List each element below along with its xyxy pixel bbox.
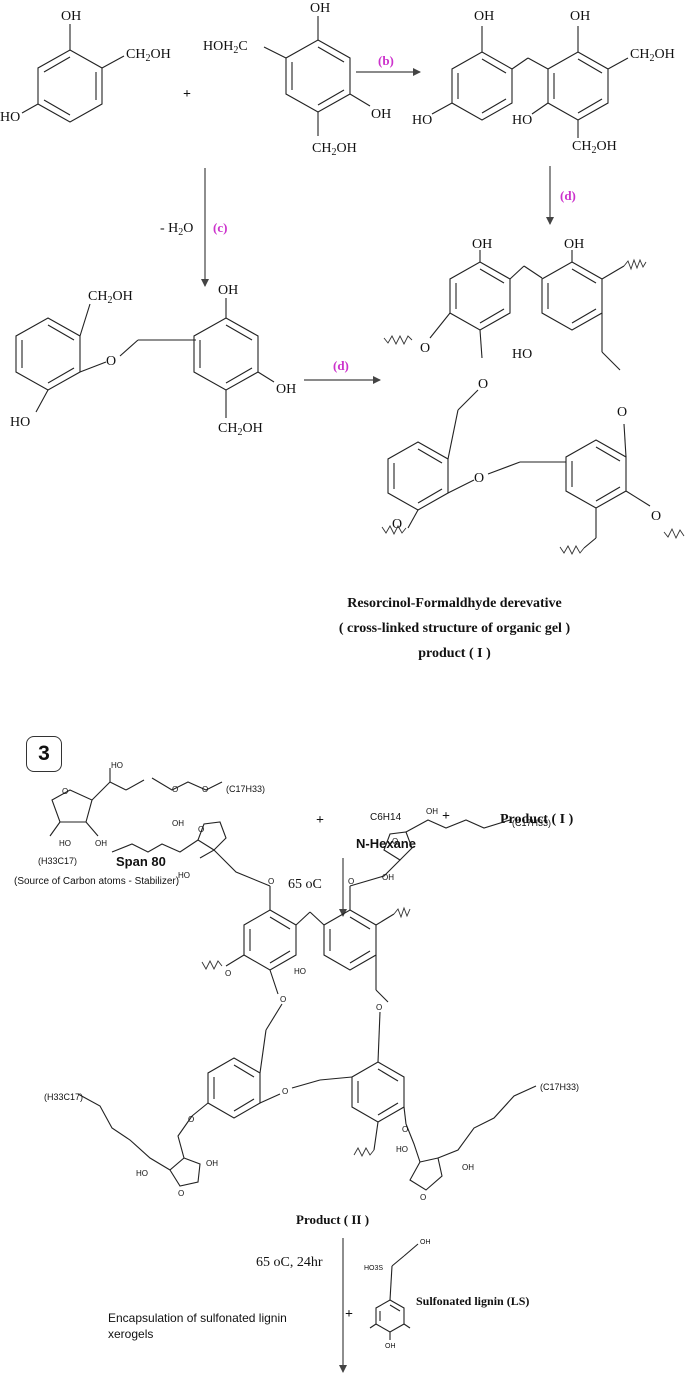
encapsulation-label: Encapsulation of sulfonated lignin xerog…	[108, 1311, 287, 1341]
hexane-name: N-Hexane	[356, 836, 416, 851]
oh-label: OH	[206, 1159, 218, 1168]
water-loss-label: - H2O	[160, 221, 193, 238]
ho-label: HO	[136, 1169, 148, 1178]
product-2-label: Product ( II )	[296, 1212, 370, 1227]
ho-label: HO	[178, 871, 190, 880]
ho-label: HO	[0, 110, 20, 125]
o-label: O	[617, 405, 627, 420]
o-label: O	[392, 837, 398, 846]
o-label: O	[225, 969, 231, 978]
o-label: O	[202, 785, 208, 794]
h33c17-label: (H33C17)	[44, 1092, 83, 1102]
ch2oh-label: CH2OH	[126, 47, 171, 64]
o-label: O	[420, 341, 430, 356]
so3h-label: HO3S	[364, 1265, 383, 1272]
ho-label: HO	[59, 839, 71, 848]
o-label: O	[376, 1003, 382, 1012]
step-b-label: (b)	[378, 53, 394, 68]
ho-label: HO	[396, 1145, 408, 1154]
o-label: O	[268, 877, 274, 886]
o-label: O	[420, 1193, 426, 1202]
ch2oh-label: CH2OH	[630, 47, 675, 64]
ch2oh-label: CH2OH	[572, 139, 617, 156]
h33c17-label: (H33C17)	[38, 856, 77, 866]
oh-label: OH	[276, 382, 296, 397]
o-label: O	[62, 787, 68, 796]
oh-label: OH	[564, 237, 584, 252]
c17h33-label: (C17H33)	[226, 784, 265, 794]
o-label: O	[651, 509, 661, 524]
oh-label: OH	[382, 873, 394, 882]
ether-linked-dimer: CH2OH O HO OH OH CH2OH	[10, 283, 296, 438]
hexane-formula: C6H14	[370, 812, 402, 823]
oh-label: OH	[420, 1239, 431, 1246]
plus-sign: +	[345, 1307, 353, 1322]
oh-label: OH	[426, 807, 438, 816]
step-c-label: (c)	[213, 220, 227, 235]
step-d-label: (d)	[560, 188, 576, 203]
hoh2c-label: HOH2C	[203, 39, 248, 56]
plus-sign: +	[183, 87, 191, 102]
cross-linked-network-product-1: OH OH O HO O O O O O	[381, 237, 685, 556]
oh-label: OH	[474, 9, 494, 24]
o-label: O	[478, 377, 488, 392]
sulfonated-lignin-label: Sulfonated lignin (LS)	[416, 1294, 530, 1308]
product-1-label: product ( I )	[418, 646, 491, 661]
oh-label: OH	[385, 1343, 396, 1350]
o-label: O	[172, 785, 178, 794]
section-number-badge: 3	[26, 736, 62, 772]
oh-label: OH	[218, 283, 238, 298]
o-label: O	[198, 825, 204, 834]
oh-label: OH	[371, 107, 391, 122]
ho-label: HO	[294, 967, 306, 976]
o-label: O	[392, 517, 402, 532]
ho-label: HO	[10, 415, 30, 430]
step-d-label: (d)	[333, 358, 349, 373]
ch2oh-label: CH2OH	[312, 141, 357, 158]
product-1-title: Resorcinol-Formaldhyde derevative	[347, 596, 562, 611]
ch2oh-label: CH2OH	[88, 289, 133, 306]
o-label: O	[280, 995, 286, 1004]
o-label: O	[474, 471, 484, 486]
o-label: O	[188, 1115, 194, 1124]
ether-o-label: O	[106, 354, 116, 369]
ch2oh-label: CH2OH	[218, 421, 263, 438]
product-1-subtitle: ( cross-linked structure of organic gel …	[338, 621, 571, 636]
oh-label: OH	[61, 9, 81, 24]
plus-sign: +	[442, 809, 450, 824]
span80-structure: O HO HO OH O O (C17H33)	[49, 761, 265, 848]
reactant-dimethylol-resorcinol: OH HOH2C OH CH2OH	[203, 1, 391, 158]
ho-label: HO	[111, 761, 123, 770]
plus-sign: +	[316, 813, 324, 828]
product-1-reference: Product ( I )	[500, 812, 574, 827]
o-label: O	[348, 877, 354, 886]
c17h33-label: (C17H33)	[540, 1082, 579, 1092]
span80-note: (Source of Carbon atoms - Stabilizer)	[14, 876, 180, 887]
c17h33-label: (C17H33)	[512, 818, 551, 828]
ho-label: HO	[412, 113, 432, 128]
ho-label: HO	[512, 347, 532, 362]
temp-label: 65 oC	[288, 877, 322, 892]
ho-label: HO	[512, 113, 532, 128]
oh-label: OH	[462, 1163, 474, 1172]
oh-label: OH	[95, 839, 107, 848]
o-label: O	[282, 1087, 288, 1096]
span80-name: Span 80	[116, 854, 166, 869]
oh-label: OH	[472, 237, 492, 252]
temp-time-label: 65 oC, 24hr	[256, 1255, 323, 1270]
o-label: O	[178, 1189, 184, 1198]
sulfonated-lignin-structure: HO3S OH OH	[364, 1239, 431, 1350]
methylene-bridged-dimer: OH OH HO CH2OH HO CH2OH	[412, 9, 675, 156]
oh-label: OH	[172, 819, 184, 828]
product-2-structure: (H33C17) OH HO O (C17H33) OH OH O (H33C1…	[38, 807, 579, 1202]
oh-label: OH	[570, 9, 590, 24]
o-label: O	[402, 1125, 408, 1134]
oh-label: OH	[310, 1, 330, 16]
reactant-resorcinol-methylol: OH CH2OH HO	[0, 9, 171, 125]
